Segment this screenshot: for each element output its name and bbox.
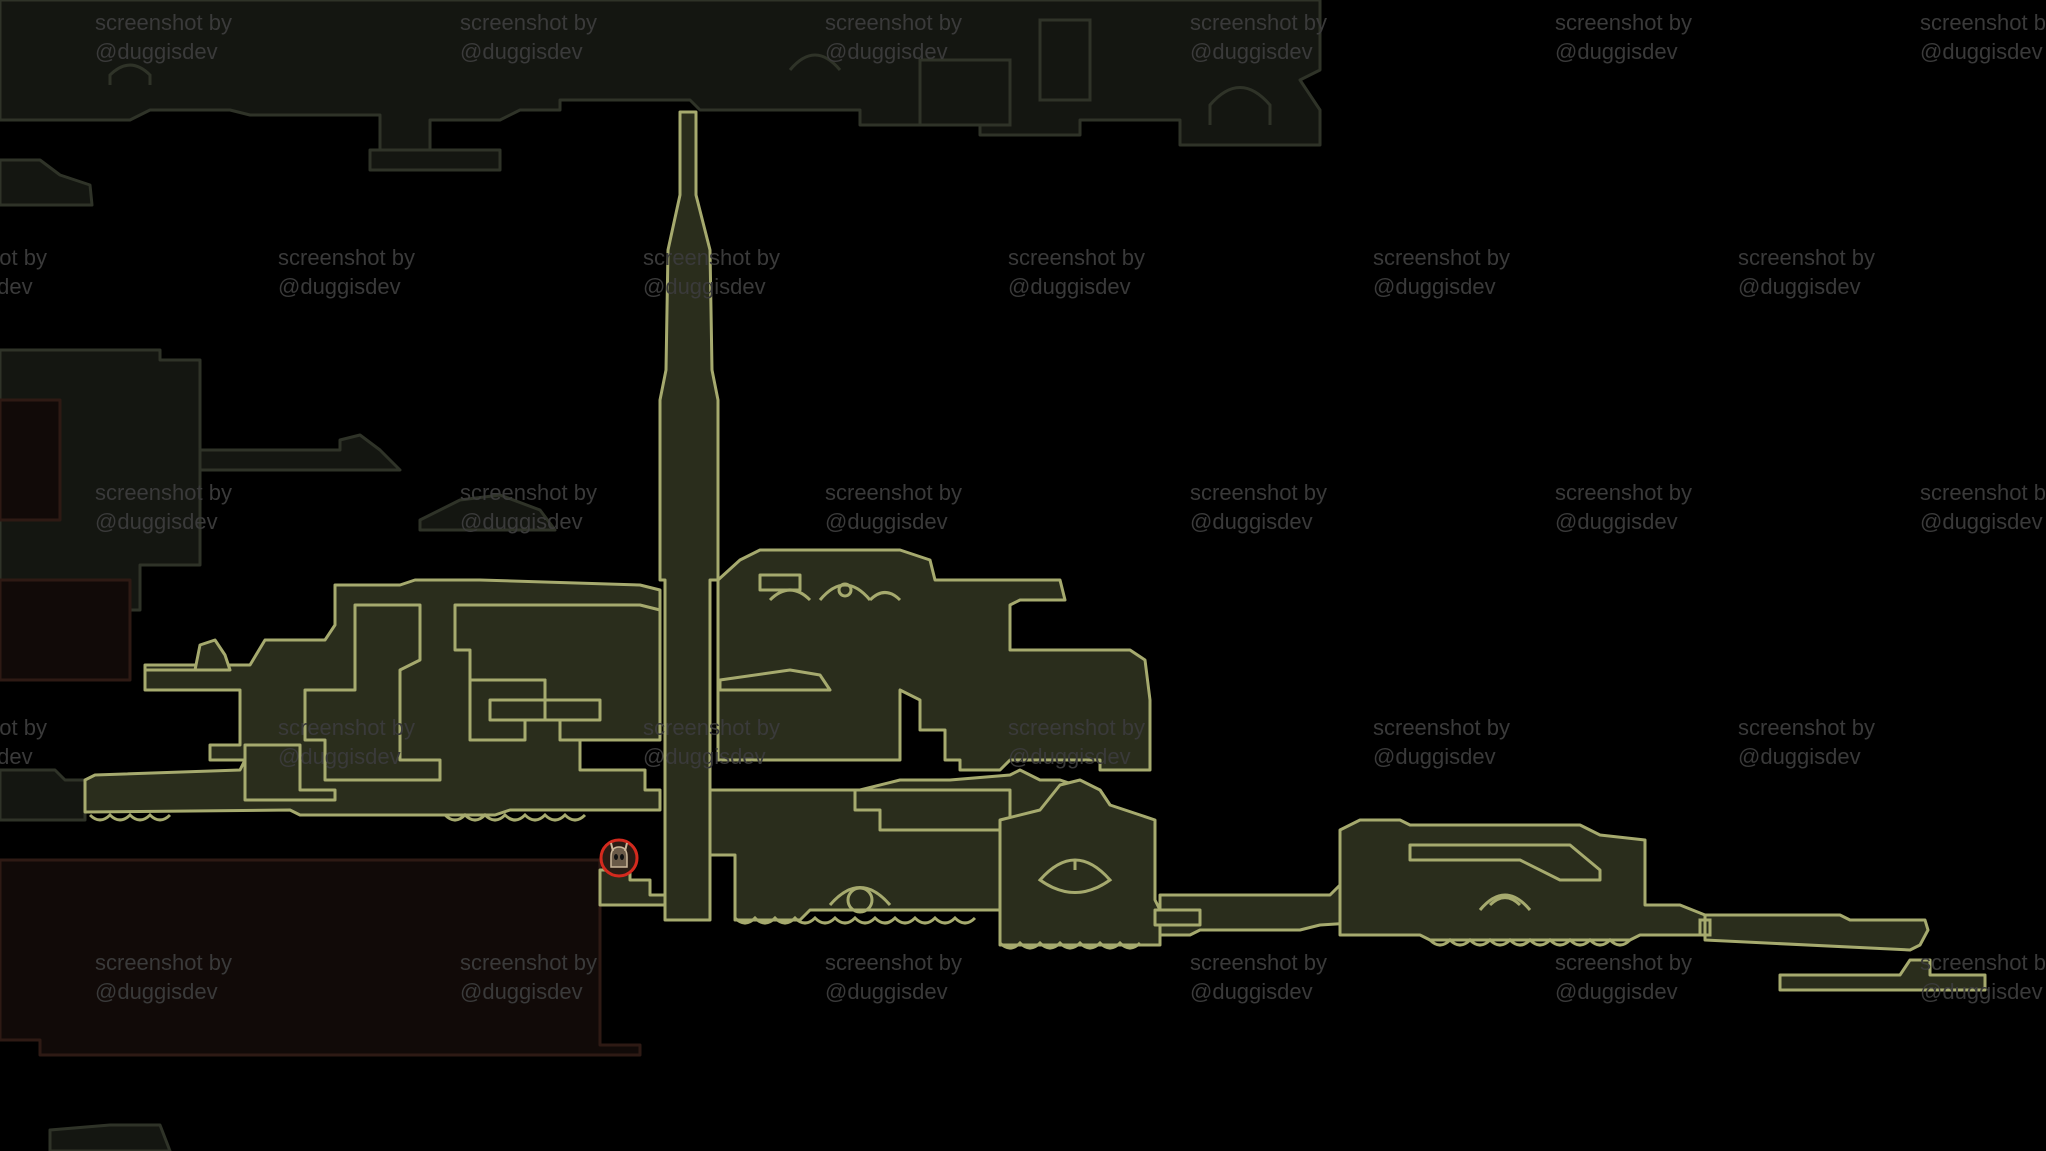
knight-player-marker-icon [599,838,639,878]
map-landmark-icons [768,582,1712,937]
upper-area-rooms [0,0,1322,207]
left-lower-area-rooms [0,398,642,1057]
floor-water-lines [88,812,1632,950]
explored-area-rooms [83,110,1987,992]
